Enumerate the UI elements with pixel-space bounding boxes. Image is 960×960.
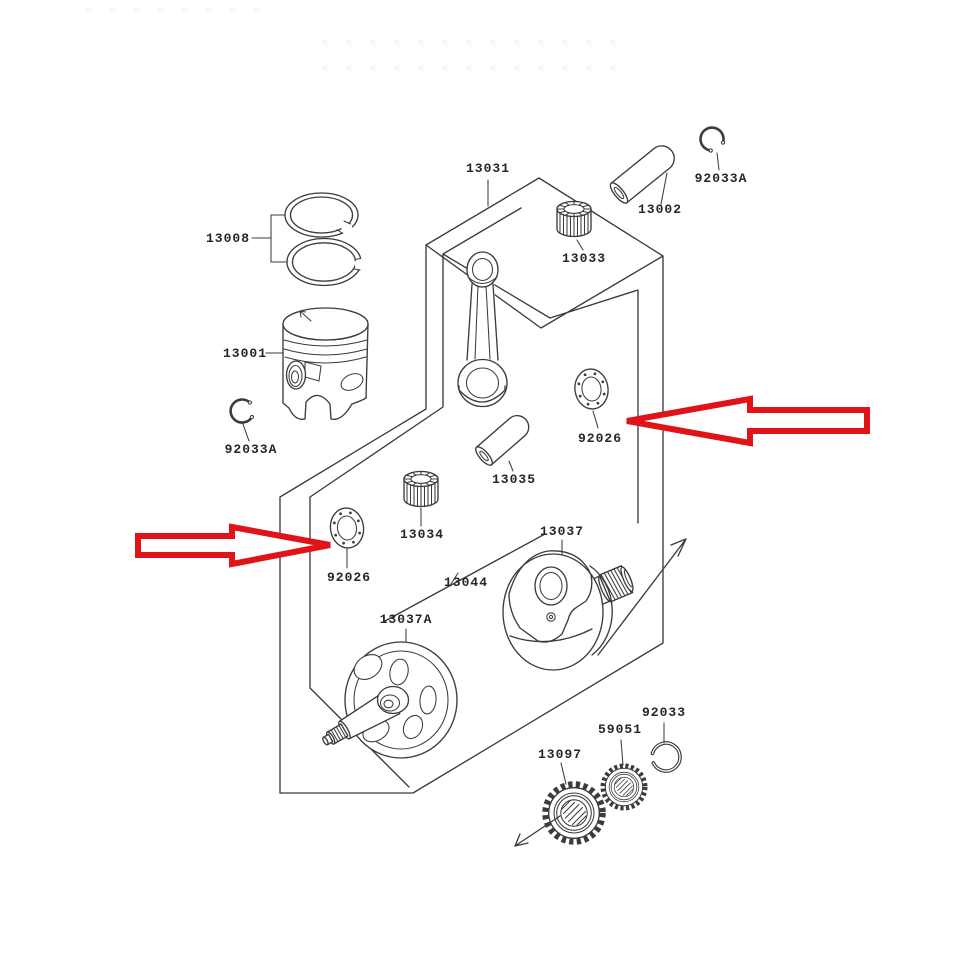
part-label-13008: 13008 (206, 231, 250, 246)
part-piston-pin-13002 (609, 145, 675, 204)
part-piston-13001 (282, 307, 369, 420)
part-label-13044: 13044 (444, 575, 488, 590)
part-label-92033A-left: 92033A (225, 442, 278, 457)
leader-lines (242, 152, 720, 785)
part-crank-half-13037A (322, 641, 458, 759)
part-crank-pin-13035 (475, 414, 530, 466)
axis-arrow-gear (514, 815, 561, 847)
part-connecting-rod-13031 (457, 251, 508, 408)
part-label-92026-right: 92026 (578, 431, 622, 446)
part-label-13037: 13037 (540, 524, 584, 539)
assembly-tray-outline (279, 177, 664, 794)
part-label-59051: 59051 (598, 722, 642, 737)
part-needle-bearing-13034 (403, 470, 439, 508)
part-gear-59051 (603, 766, 645, 808)
part-label-92026-left: 92026 (327, 570, 371, 585)
part-label-13097: 13097 (538, 747, 582, 762)
part-label-13034: 13034 (400, 527, 444, 542)
part-gear-13097 (546, 785, 603, 842)
axis-arrow-crank-right (597, 538, 687, 656)
part-label-92033: 92033 (642, 705, 686, 720)
part-crank-half-13037 (502, 550, 634, 671)
part-label-92033A-right: 92033A (695, 171, 748, 186)
part-label-13002: 13002 (638, 202, 682, 217)
watermark-dots (86, 7, 615, 70)
part-snap-ring-92033 (650, 741, 682, 773)
part-label-13031: 13031 (466, 161, 510, 176)
part-label-13001: 13001 (223, 346, 267, 361)
callout-arrow-left-pointing-right (135, 523, 331, 568)
part-needle-bearing-13033 (556, 200, 592, 238)
part-labels: 13008 13001 92033A 13031 13033 13002 920… (206, 161, 748, 762)
part-label-13035: 13035 (492, 472, 536, 487)
part-label-13037A: 13037A (380, 612, 433, 627)
part-label-13033: 13033 (562, 251, 606, 266)
callout-arrow-right-pointing-left (626, 395, 870, 447)
